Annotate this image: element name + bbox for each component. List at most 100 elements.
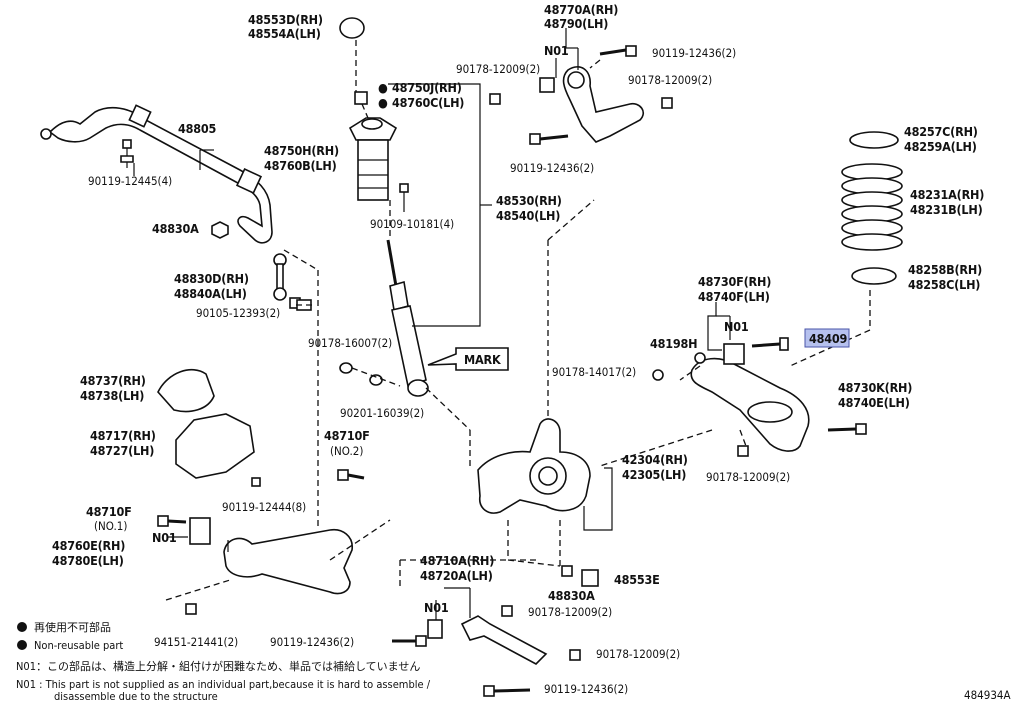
label-90178-16007: 90178-16007(2) <box>308 336 392 350</box>
label-48554a: 48554A(LH) <box>248 26 321 41</box>
nut-90178-a-drawing <box>489 93 501 105</box>
shock-absorber-drawing <box>386 239 429 397</box>
label-48720a: 48720A(LH) <box>420 568 493 583</box>
label-90201: 90201-16039(2) <box>340 406 424 420</box>
label-90119-low: 90119-12436(2) <box>270 635 354 649</box>
label-48740f: 48740F(LH) <box>698 289 770 304</box>
label-48258c: 48258C(LH) <box>908 277 980 292</box>
trailing-arm-drawing <box>223 528 353 595</box>
part-labels: 48553D(RH) 48554A(LH) 48770A(RH) 48790(L… <box>52 2 1011 702</box>
highlight-48409 <box>804 328 850 348</box>
bolt-90109-drawing <box>399 183 409 212</box>
label-48730f: 48730F(RH) <box>698 274 771 289</box>
mark-callout <box>427 347 509 371</box>
non-reusable-dot-icon <box>17 622 27 632</box>
upper-spring-seat-drawing <box>849 131 899 149</box>
label-90119-top: 90119-12436(2) <box>652 46 736 60</box>
label-48830d: 48830D(RH) <box>174 271 249 286</box>
label-90178-b: 90178-12009(2) <box>628 73 712 87</box>
nut-90178-b-drawing <box>661 97 673 109</box>
label-90178-d: 90178-12009(2) <box>528 605 612 619</box>
bolt-48710f-no2-drawing <box>337 469 365 481</box>
nut-90178-c-drawing <box>737 445 749 457</box>
label-48710a: 48710A(RH) <box>420 553 494 568</box>
knuckle-42304-drawing <box>477 418 591 514</box>
legend-note-en-2: disassemble due to the structure <box>54 690 218 703</box>
label-48710f-no2: 48710F <box>324 428 370 443</box>
washer-90201-drawing <box>369 374 383 386</box>
label-48231b: 48231B(LH) <box>910 202 983 217</box>
label-90178-a: 90178-12009(2) <box>456 62 540 76</box>
label-48409[interactable]: 48409 <box>809 331 848 346</box>
cover-48737-drawing <box>157 368 215 413</box>
nut-90178-16007-drawing <box>339 362 353 374</box>
label-48750h: 48750H(RH) <box>264 143 339 158</box>
bolt-90119-low-drawing <box>392 635 427 647</box>
lower-spring-seat-drawing <box>851 267 897 285</box>
label-no1: (NO.1) <box>94 519 127 533</box>
toe-arm-48710a-drawing <box>427 615 548 665</box>
label-90178-e: 90178-12009(2) <box>596 647 680 661</box>
label-48750j: 48750J(RH) <box>392 80 462 95</box>
label-90178-14017: 90178-14017(2) <box>552 365 636 379</box>
label-48540: 48540(LH) <box>496 208 560 223</box>
bushing-n01-left-drawing <box>189 517 211 545</box>
label-48259a: 48259A(LH) <box>904 139 977 154</box>
bushing-n01-mid-drawing <box>723 343 745 365</box>
label-48770a: 48770A(RH) <box>544 2 618 17</box>
stabilizer-bar-drawing <box>40 104 273 244</box>
nut-48830a-bottom-drawing <box>561 565 573 577</box>
label-48740e: 48740E(LH) <box>838 395 910 410</box>
upper-arm-48770a-drawing <box>562 66 645 143</box>
label-90178-c: 90178-12009(2) <box>706 470 790 484</box>
bolt-48710f-no1-drawing <box>157 515 187 527</box>
label-n01-bottom: N01 <box>424 600 449 615</box>
label-n01-mid: N01 <box>724 319 749 334</box>
bolt-90119-12445-drawing <box>120 139 134 168</box>
label-48198h: 48198H <box>650 336 697 351</box>
nut-90178-d-drawing <box>501 605 513 617</box>
label-90105: 90105-12393(2) <box>196 306 280 320</box>
label-48750j-dot: ● <box>378 80 388 95</box>
label-48553e: 48553E <box>614 572 660 587</box>
label-90119-mid: 90119-12436(2) <box>510 161 594 175</box>
nut-48750j-drawing <box>354 91 368 105</box>
nut-48830a-drawing <box>211 221 229 239</box>
washer-48198h-drawing <box>694 352 706 364</box>
legend-non-reusable: Non-reusable part <box>34 639 123 652</box>
label-48805: 48805 <box>178 121 216 136</box>
label-48830a-bottom: 48830A <box>548 588 595 603</box>
label-n01-left: N01 <box>152 530 177 545</box>
label-48780e: 48780E(LH) <box>52 553 124 568</box>
label-48717: 48717(RH) <box>90 428 156 443</box>
nut-90178-14017-drawing <box>652 369 664 381</box>
label-48738: 48738(LH) <box>80 388 144 403</box>
bolt-90119-bottom-drawing <box>483 685 531 697</box>
cover-48717-drawing <box>175 413 255 479</box>
label-48760c-dot: ● <box>378 95 388 110</box>
label-48840a: 48840A(LH) <box>174 286 247 301</box>
label-42305: 42305(LH) <box>622 467 686 482</box>
label-48530: 48530(RH) <box>496 193 562 208</box>
bolt-48409-drawing <box>751 337 789 351</box>
label-n01-top: N01 <box>544 43 569 58</box>
cap-48553d-drawing <box>339 17 365 39</box>
bolt-90119-mid-drawing <box>529 133 569 145</box>
label-48553d: 48553D(RH) <box>248 12 323 27</box>
legend-note-jp: N01：この部品は、構造上分解・組付けが困難なため、単品では補給していません <box>16 659 420 673</box>
upper-mount-drawing <box>348 117 398 201</box>
label-48790: 48790(LH) <box>544 16 608 31</box>
label-90109: 90109-10181(4) <box>370 217 454 231</box>
bolt-90119-12444-drawing <box>251 477 261 487</box>
non-reusable-dot-icon <box>17 640 27 650</box>
legend-note-en-1: N01 : This part is not supplied as an in… <box>16 678 431 691</box>
label-48730k: 48730K(RH) <box>838 380 912 395</box>
label-48710f-no1: 48710F <box>86 504 132 519</box>
legend: 再使用不可部品 Non-reusable part N01：この部品は、構造上分… <box>16 620 431 703</box>
leader-lines <box>133 28 871 620</box>
bushing-n01-top-drawing <box>539 77 555 93</box>
label-42304: 42304(RH) <box>622 452 688 467</box>
nut-48553e-drawing <box>581 569 599 587</box>
